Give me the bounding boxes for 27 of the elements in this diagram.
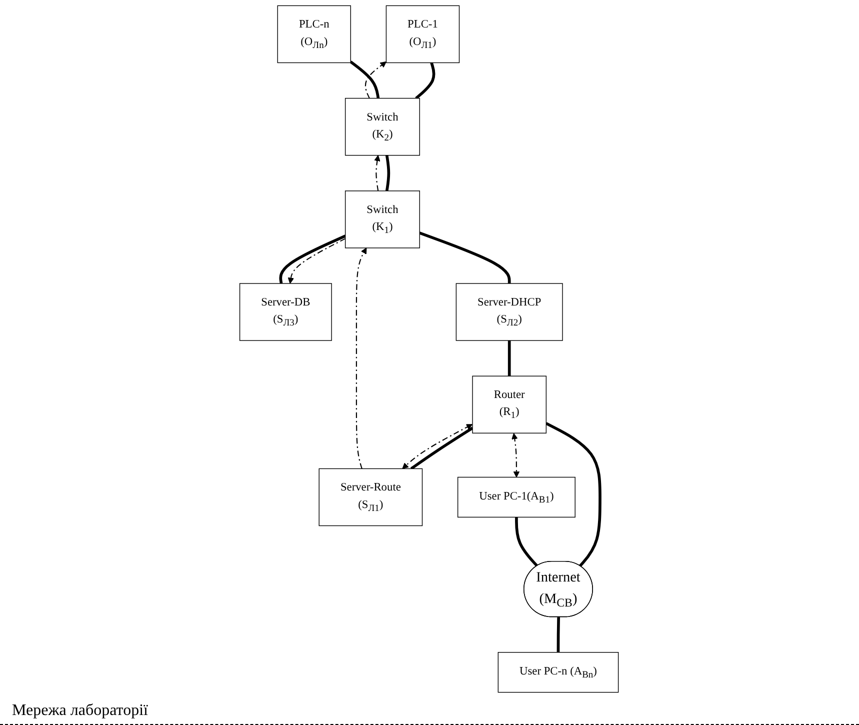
connector [516,517,539,567]
connector [350,60,380,98]
connector [508,340,512,376]
node-box: Switch (K$_{1}$) [345,190,420,248]
node-box: PLC-1 (O$_{Л1}$) [386,5,460,64]
arrow [365,61,387,99]
node-box: Server-DHCP (S$_{Л2}$) [456,283,564,341]
node-box: User PC-1(A$_{В1}$) [458,476,576,518]
connector [416,62,436,100]
node-box: Switch (K$_{2}$) [345,98,420,156]
connector [546,422,602,567]
connector [410,426,474,470]
connector [420,232,512,284]
connector [386,155,391,192]
node-box: User PC-n (A$_{Вn}$) [498,652,620,693]
arrow [288,238,346,284]
arrow [374,155,381,191]
connector [557,617,560,652]
arrow [356,248,368,469]
arrow [512,433,520,478]
arrow [402,424,473,469]
node-box: Router (R$_{1}$) [472,376,547,434]
connector [280,234,346,284]
node-box: Server-DB (S$_{Л3}$) [240,283,332,341]
network-boundary-label: Мережа лабораторії [12,702,148,719]
node-box: PLC-n (O$_{Лn}$) [278,5,352,64]
node-box: Server-Route (S$_{Л1}$) [319,468,424,526]
